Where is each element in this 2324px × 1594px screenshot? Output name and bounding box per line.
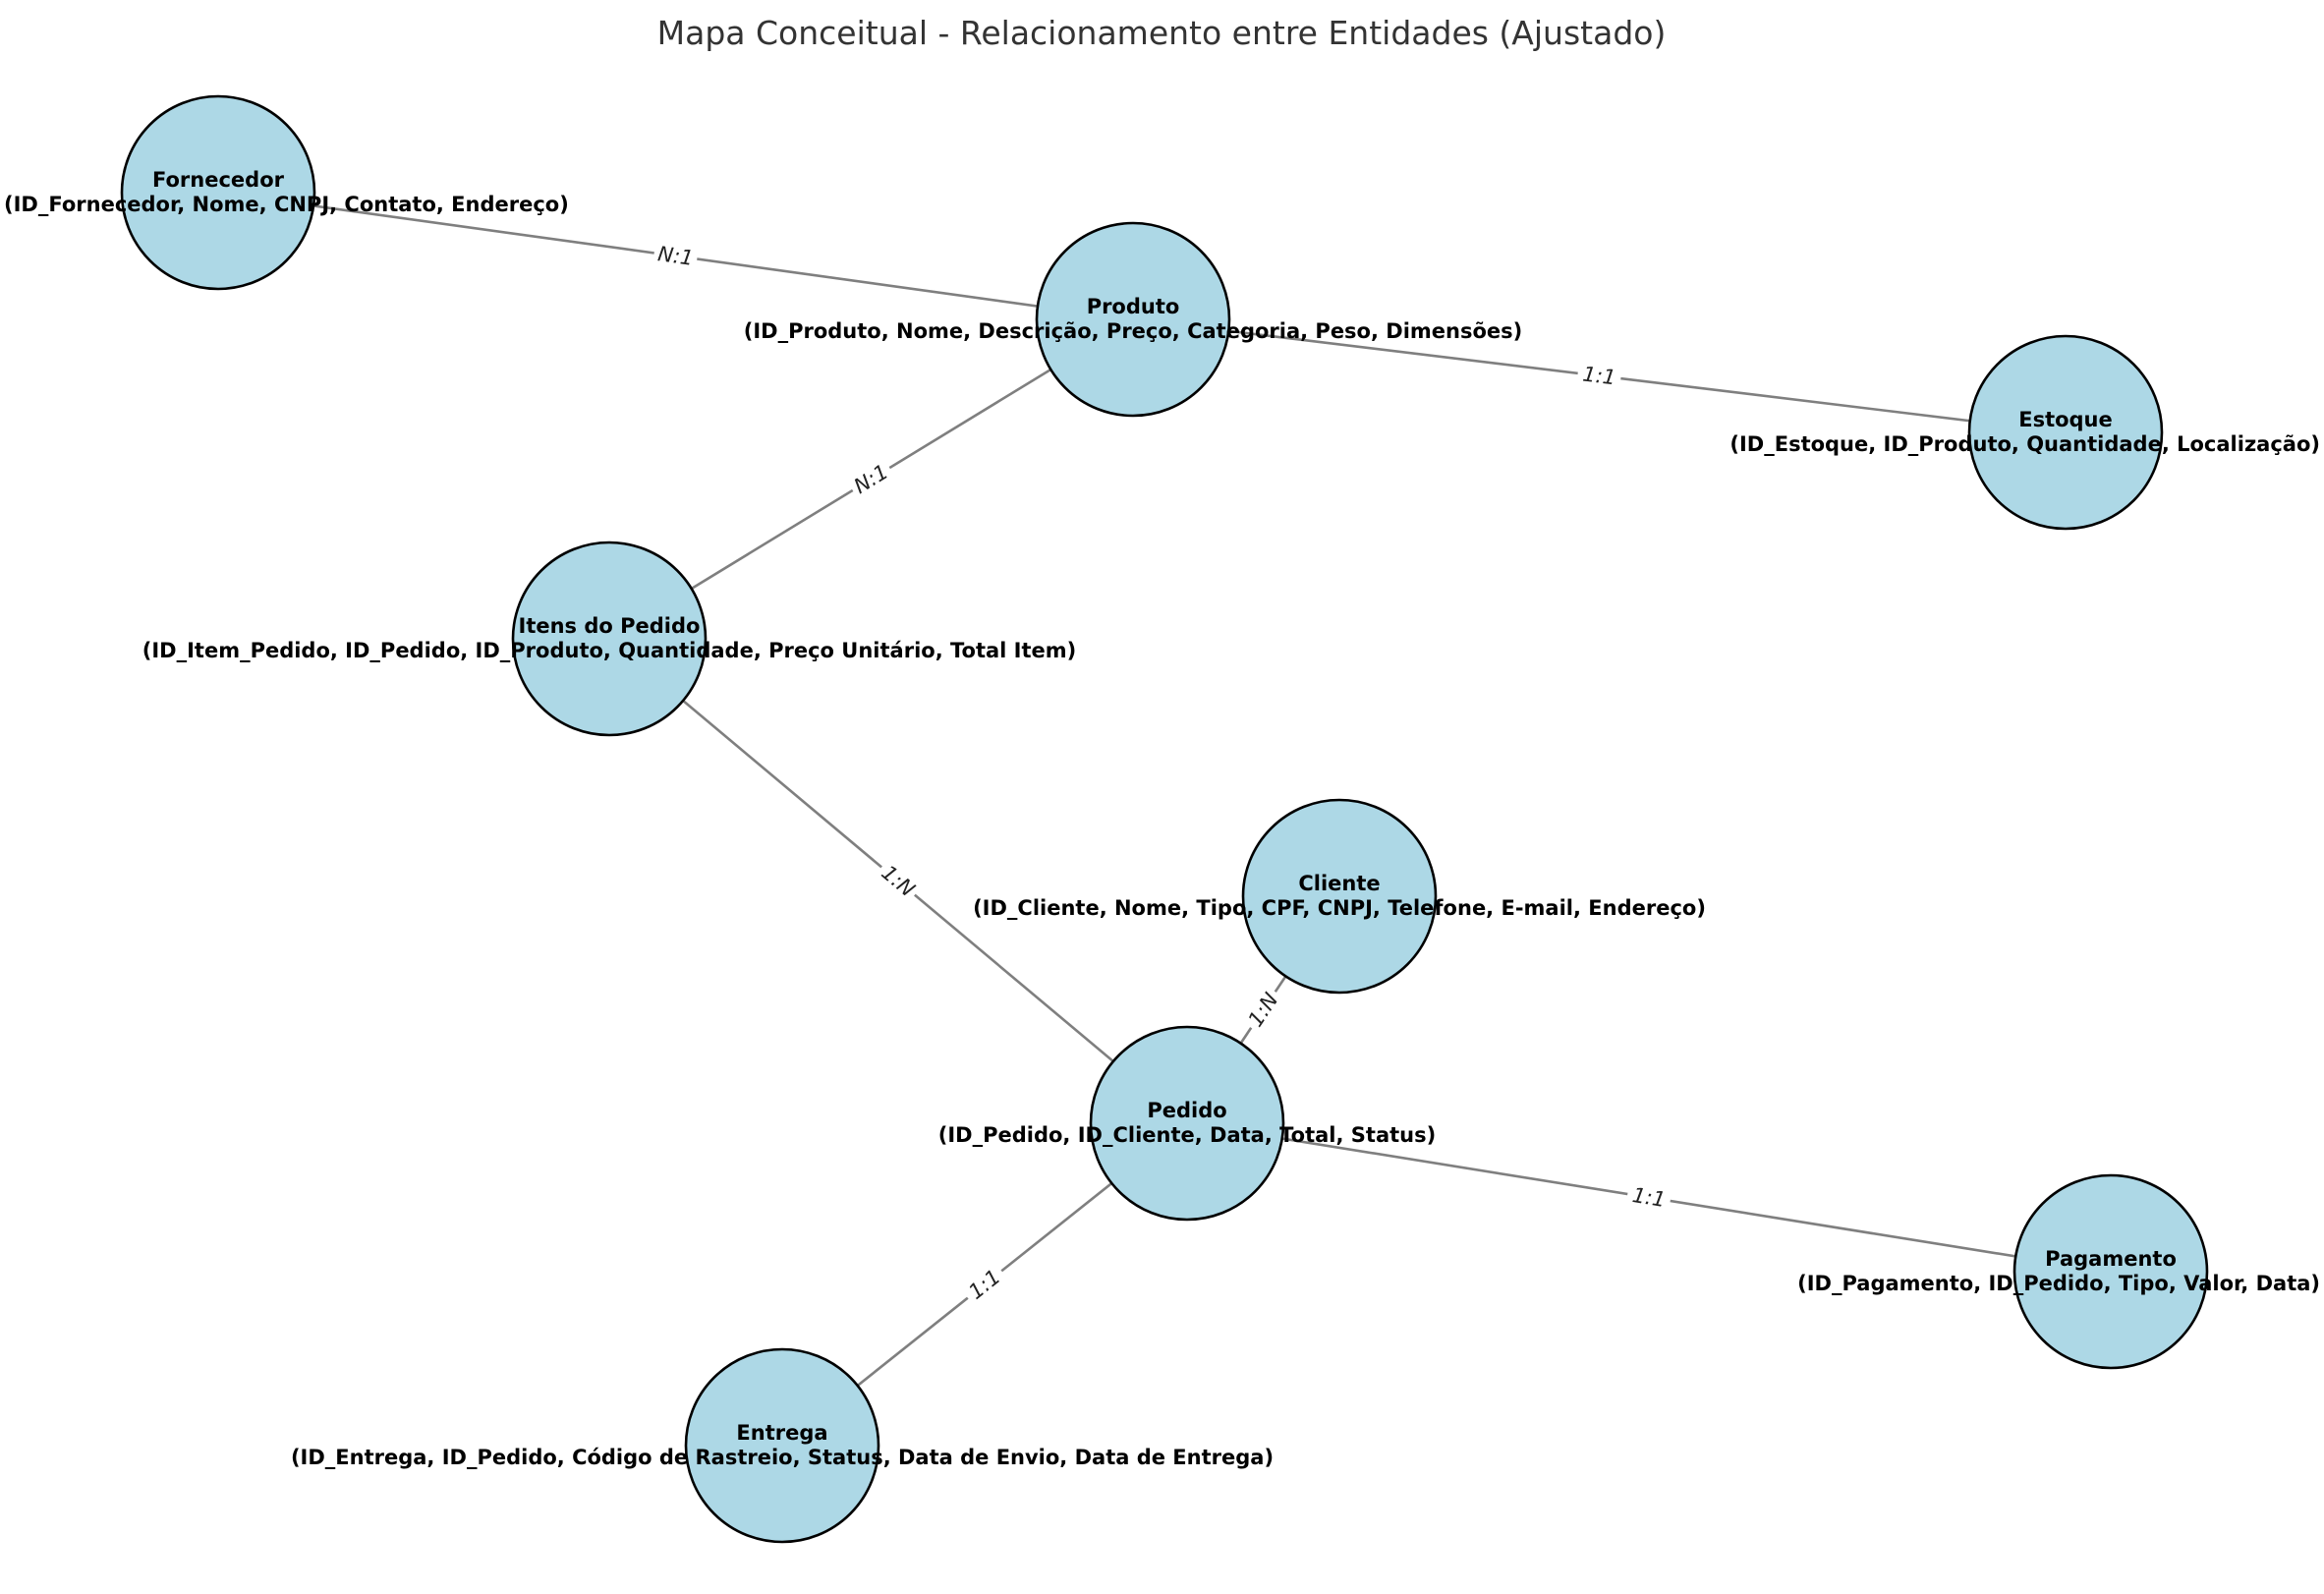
edge-label-group: 1:N — [1239, 984, 1287, 1036]
node-circle — [1241, 798, 1438, 995]
node-attributes: (ID_Produto, Nome, Descrição, Preço, Cat… — [744, 319, 1523, 343]
node-name: Pedido — [1147, 1099, 1226, 1122]
node-pagamento: Pagamento(ID_Pagamento, ID_Pedido, Tipo,… — [1797, 1173, 2320, 1370]
edges-layer: N:11:1N:11:N1:N1:11:1 — [217, 191, 2112, 1448]
node-name: Fornecedor — [152, 168, 285, 192]
edge-label-group: 1:1 — [1625, 1180, 1672, 1215]
node-circle — [511, 541, 708, 737]
edge-label-background — [959, 1260, 1010, 1309]
edge-label-group: 1:1 — [1575, 359, 1623, 393]
edge-label-background — [1625, 1180, 1672, 1215]
edge-label-group: 1:1 — [959, 1260, 1010, 1309]
edge-label: N:1 — [656, 242, 695, 270]
edge-label-background — [845, 456, 897, 502]
edge-label-background — [652, 239, 700, 273]
node-attributes: (ID_Estoque, ID_Produto, Quantidade, Loc… — [1729, 432, 2320, 456]
edge-label: 1:1 — [1581, 363, 1616, 390]
node-produto: Produto(ID_Produto, Nome, Descrição, Pre… — [744, 221, 1523, 418]
node-name: Pagamento — [2045, 1247, 2177, 1271]
node-itens: Itens do Pedido(ID_Item_Pedido, ID_Pedid… — [142, 541, 1077, 737]
edge-label-background — [1239, 984, 1287, 1036]
node-circle — [1089, 1025, 1285, 1222]
node-entrega: Entrega(ID_Entrega, ID_Pedido, Código de… — [291, 1347, 1274, 1544]
node-name: Itens do Pedido — [519, 614, 701, 638]
node-attributes: (ID_Pedido, ID_Cliente, Data, Total, Sta… — [938, 1123, 1436, 1147]
node-attributes: (ID_Fornecedor, Nome, CNPJ, Contato, End… — [4, 193, 569, 216]
node-cliente: Cliente(ID_Cliente, Nome, Tipo, CPF, CNP… — [973, 798, 1706, 995]
node-pedido: Pedido(ID_Pedido, ID_Cliente, Data, Tota… — [938, 1025, 1436, 1222]
node-fornecedor: Fornecedor(ID_Fornecedor, Nome, CNPJ, Co… — [4, 94, 569, 291]
edge-label: 1:1 — [1630, 1183, 1667, 1212]
node-circle — [1967, 334, 2164, 531]
edge-label-group: 1:N — [873, 856, 924, 906]
node-circle — [120, 94, 316, 291]
node-name: Estoque — [2018, 408, 2113, 431]
node-estoque: Estoque(ID_Estoque, ID_Produto, Quantida… — [1729, 334, 2320, 531]
node-attributes: (ID_Entrega, ID_Pedido, Código de Rastre… — [291, 1446, 1274, 1469]
node-attributes: (ID_Item_Pedido, ID_Pedido, ID_Produto, … — [142, 639, 1077, 662]
node-name: Produto — [1087, 295, 1180, 318]
node-circle — [1035, 221, 1231, 418]
diagram-title: Mapa Conceitual - Relacionamento entre E… — [657, 14, 1667, 52]
node-circle — [684, 1347, 880, 1544]
edge-label-background — [1575, 359, 1623, 393]
node-circle — [2012, 1173, 2209, 1370]
node-name: Entrega — [736, 1421, 827, 1445]
node-name: Cliente — [1298, 872, 1380, 895]
edge-label-group: N:1 — [845, 456, 897, 502]
nodes-layer: Fornecedor(ID_Fornecedor, Nome, CNPJ, Co… — [4, 94, 2320, 1544]
node-attributes: (ID_Pagamento, ID_Pedido, Tipo, Valor, D… — [1797, 1272, 2320, 1295]
edge-label-group: N:1 — [652, 239, 700, 273]
node-attributes: (ID_Cliente, Nome, Tipo, CPF, CNPJ, Tele… — [973, 896, 1706, 920]
edge-label-background — [873, 856, 924, 906]
